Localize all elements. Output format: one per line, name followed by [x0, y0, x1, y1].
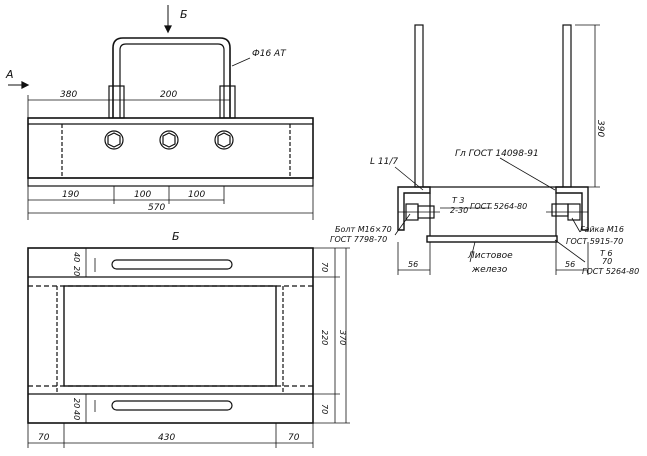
dim-40-a: 40	[72, 252, 81, 262]
bolt-hole	[104, 130, 124, 150]
dim-70-right: 70	[288, 433, 300, 443]
angle-label: L 11/7	[370, 157, 398, 167]
base-strip	[27, 177, 314, 187]
base-label: Листовое	[467, 251, 513, 261]
rod-label: Ф16 АТ	[252, 49, 287, 59]
dim-56-right: 56	[565, 260, 575, 269]
view-b-label: Б	[172, 230, 180, 243]
bolt-hole	[159, 130, 179, 150]
dim-570: 570	[148, 203, 165, 213]
front-labels: A Б Ф16 АТ 380 200 190 100 100 570	[5, 8, 287, 213]
u-rod	[112, 37, 231, 118]
dim-20-b: 20	[72, 398, 81, 408]
angle-plate	[27, 117, 314, 179]
dim-430: 430	[158, 433, 175, 443]
dim-200: 200	[160, 90, 177, 100]
rod-right	[562, 24, 572, 188]
slot-top	[111, 259, 233, 270]
dim-380: 380	[60, 90, 77, 100]
front-view	[8, 5, 314, 220]
weld-num: Т 6	[600, 249, 613, 258]
nut-label: Гайка М16	[580, 225, 624, 234]
dim-100b: 100	[188, 190, 205, 200]
weld-gost: ГОСТ 5264-80	[582, 267, 639, 276]
weld-den: 70	[602, 257, 612, 266]
inner-window	[63, 285, 277, 387]
dim-70-top: 70	[320, 262, 329, 272]
nut-gost: ГОСТ 5915-70	[566, 237, 623, 246]
dim-390: 390	[595, 120, 605, 137]
washer-den: 2-30	[450, 206, 468, 215]
base-label-2: железо	[471, 265, 508, 275]
base-plate	[426, 235, 558, 243]
dim-40-b: 40	[72, 410, 81, 420]
washer-gost: ГОСТ 5264-80	[470, 202, 527, 211]
side-view	[394, 24, 600, 275]
arrow-a-label: A	[5, 68, 14, 81]
arrow-b-label: Б	[180, 8, 188, 21]
top-view	[27, 247, 350, 448]
dim-20-a: 20	[72, 266, 81, 276]
bolt-label: Болт М16×70	[335, 225, 392, 234]
top-outer	[27, 247, 314, 424]
top-labels: Б 70 220 370 70 40 20 20 40 70 430 70	[38, 230, 347, 443]
dim-100a: 100	[134, 190, 151, 200]
washer-num: Т 3	[452, 196, 465, 205]
dim-370: 370	[338, 330, 347, 345]
bolt-hole	[214, 130, 234, 150]
slot-bottom	[111, 400, 233, 411]
dim-190: 190	[62, 190, 79, 200]
rod-left	[414, 24, 424, 188]
dim-70-left: 70	[38, 433, 50, 443]
bolt-gost: ГОСТ 7798-70	[330, 235, 387, 244]
dim-220: 220	[320, 330, 329, 345]
gost-angle: Гл ГОСТ 14098-91	[455, 149, 539, 159]
dim-70-bottom: 70	[320, 404, 329, 414]
side-labels: 390 L 11/7 Гл ГОСТ 14098-91 Болт М16×70 …	[330, 120, 639, 276]
dim-56-left: 56	[408, 260, 418, 269]
